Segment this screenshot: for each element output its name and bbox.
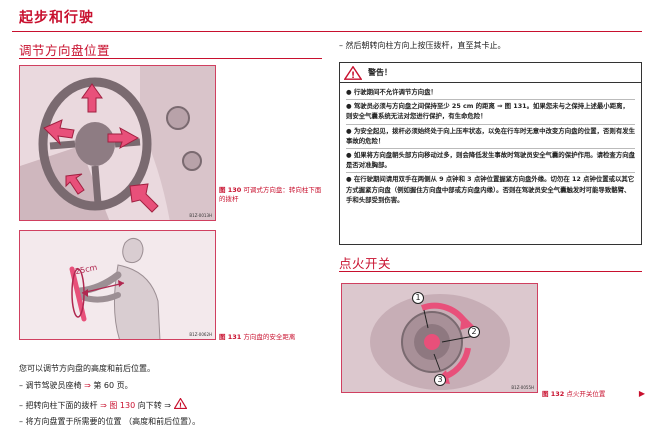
warning-list: ● 行驶期间不允许调节方向盘！ ● 驾驶员必须与方向盘之间保持至少 25 cm … xyxy=(340,83,641,207)
figure-132-label: 图 132 xyxy=(542,390,565,398)
warning-item-text: 驾驶员必须与方向盘之间保持至少 25 cm 的距离 ⇒ 图 131。如果您未与之… xyxy=(346,102,629,121)
figure-130-code: B1Z-0013H xyxy=(189,213,212,218)
step-dash: – xyxy=(19,381,23,390)
warning-item: ● 在行驶期间请用双手在两侧从 9 点钟和 3 点钟位置握紧方向盘外缘。切勿在 … xyxy=(346,175,635,204)
figure-131-code: B1Z-0062H xyxy=(189,332,212,337)
page-header-title: 起步和行驶 xyxy=(19,10,94,26)
section-rule-steering xyxy=(19,58,322,59)
svg-text:!: ! xyxy=(351,70,355,79)
warning-item: ● 如果将方向盘朝头部方向移动过多，则会降低发生事故时驾驶员安全气囊的保护作用。… xyxy=(346,149,635,174)
section-title-ignition: 点火开关 xyxy=(339,256,392,271)
figure-131-caption: 图 131 方向盘的安全距离 xyxy=(219,333,323,342)
figure-132-caption: 图 132 点火开关位置 xyxy=(542,390,642,399)
step-1: – 调节驾驶员座椅 ⇒ 第 60 页。 xyxy=(19,380,133,391)
figure-130-label: 图 130 xyxy=(219,186,242,194)
warning-item: ● 行驶期间不允许调节方向盘！ xyxy=(346,86,635,101)
warning-box: ! 警告！ ● 行驶期间不允许调节方向盘！ ● 驾驶员必须与方向盘之间保持至少 … xyxy=(339,62,642,245)
figure-130-caption: 图 130 可调式方向盘：转向柱下面的拨杆 xyxy=(219,186,323,204)
step-3: – 将方向盘置于所需要的位置 （高度和前后位置）。 xyxy=(19,416,200,427)
step-dash: – xyxy=(19,417,23,426)
warning-item-text: 为安全起见，拨杆必须始终处于向上压牢状态，以免在行车时无意中改变方向盘的位置，否… xyxy=(346,126,635,145)
page-top-bar xyxy=(0,0,655,31)
step-3-text: 将方向盘置于所需要的位置 （高度和前后位置）。 xyxy=(25,417,201,426)
step-2-arrow: ⇒ xyxy=(100,401,107,410)
step-2-ref-link[interactable]: 图 130 xyxy=(109,401,136,410)
warning-item-text: 如果将方向盘朝头部方向移动过多，则会降低发生事故时驾驶员安全气囊的保护作用。请检… xyxy=(346,151,635,170)
step-4-text: 然后朝转向柱方向上按压拨杆，直至其卡止。 xyxy=(345,41,506,50)
step-2-suffix: 向下转 ⇒ xyxy=(137,401,171,410)
warning-header: ! 警告！ xyxy=(340,63,641,83)
figure-131-safe-distance: 25cm B1Z-0062H xyxy=(19,230,216,340)
figure-132-ignition: 1 2 3 B1Z-0055H xyxy=(341,283,538,393)
warning-item: ● 驾驶员必须与方向盘之间保持至少 25 cm 的距离 ⇒ 图 131。如果您未… xyxy=(346,100,635,125)
step-2: – 把转向柱下面的拨杆 ⇒ 图 130 向下转 ⇒ ! xyxy=(19,397,188,411)
svg-text:!: ! xyxy=(178,401,181,409)
step-2-text: 把转向柱下面的拨杆 xyxy=(25,401,98,410)
warning-triangle-icon: ! xyxy=(344,65,362,80)
figure-130-caption-text: 可调式方向盘：转向柱下面的拨杆 xyxy=(219,186,322,203)
warning-item-text: 行驶期间不允许调节方向盘！ xyxy=(353,88,437,96)
ignition-marker-3: 3 xyxy=(434,374,446,386)
step-dash: – xyxy=(339,41,343,50)
warning-item-text: 在行驶期间请用双手在两侧从 9 点钟和 3 点钟位置握紧方向盘外缘。切勿在 12… xyxy=(346,175,635,204)
warning-triangle-icon: ! xyxy=(172,397,188,409)
figure-131-label: 图 131 xyxy=(219,333,242,341)
ignition-marker-1: 1 xyxy=(412,292,424,304)
steering-intro: 您可以调节方向盘的高度和前后位置。 xyxy=(19,364,155,373)
step-1-text: 调节驾驶员座椅 xyxy=(25,381,82,390)
figure-132-caption-text: 点火开关位置 xyxy=(566,390,606,398)
section-title-steering: 调节方向盘位置 xyxy=(19,43,111,58)
ignition-marker-2: 2 xyxy=(468,326,480,338)
header-rule xyxy=(12,31,642,32)
step-1-arrow: ⇒ xyxy=(84,381,91,390)
step-4: – 然后朝转向柱方向上按压拨杆，直至其卡止。 xyxy=(339,40,506,51)
step-dash: – xyxy=(19,401,23,410)
step-1-ref: 第 60 页。 xyxy=(93,381,133,390)
next-page-arrow-icon[interactable]: ▶ xyxy=(638,389,645,398)
figure-131-caption-text: 方向盘的安全距离 xyxy=(243,333,296,341)
figure-130-steering-wheel: B1Z-0013H xyxy=(19,65,216,221)
section-rule-ignition xyxy=(339,271,642,272)
figure-132-code: B1Z-0055H xyxy=(511,385,534,390)
warning-item: ● 为安全起见，拨杆必须始终处于向上压牢状态，以免在行车时无意中改变方向盘的位置… xyxy=(346,125,635,150)
warning-title: 警告！ xyxy=(368,68,392,77)
